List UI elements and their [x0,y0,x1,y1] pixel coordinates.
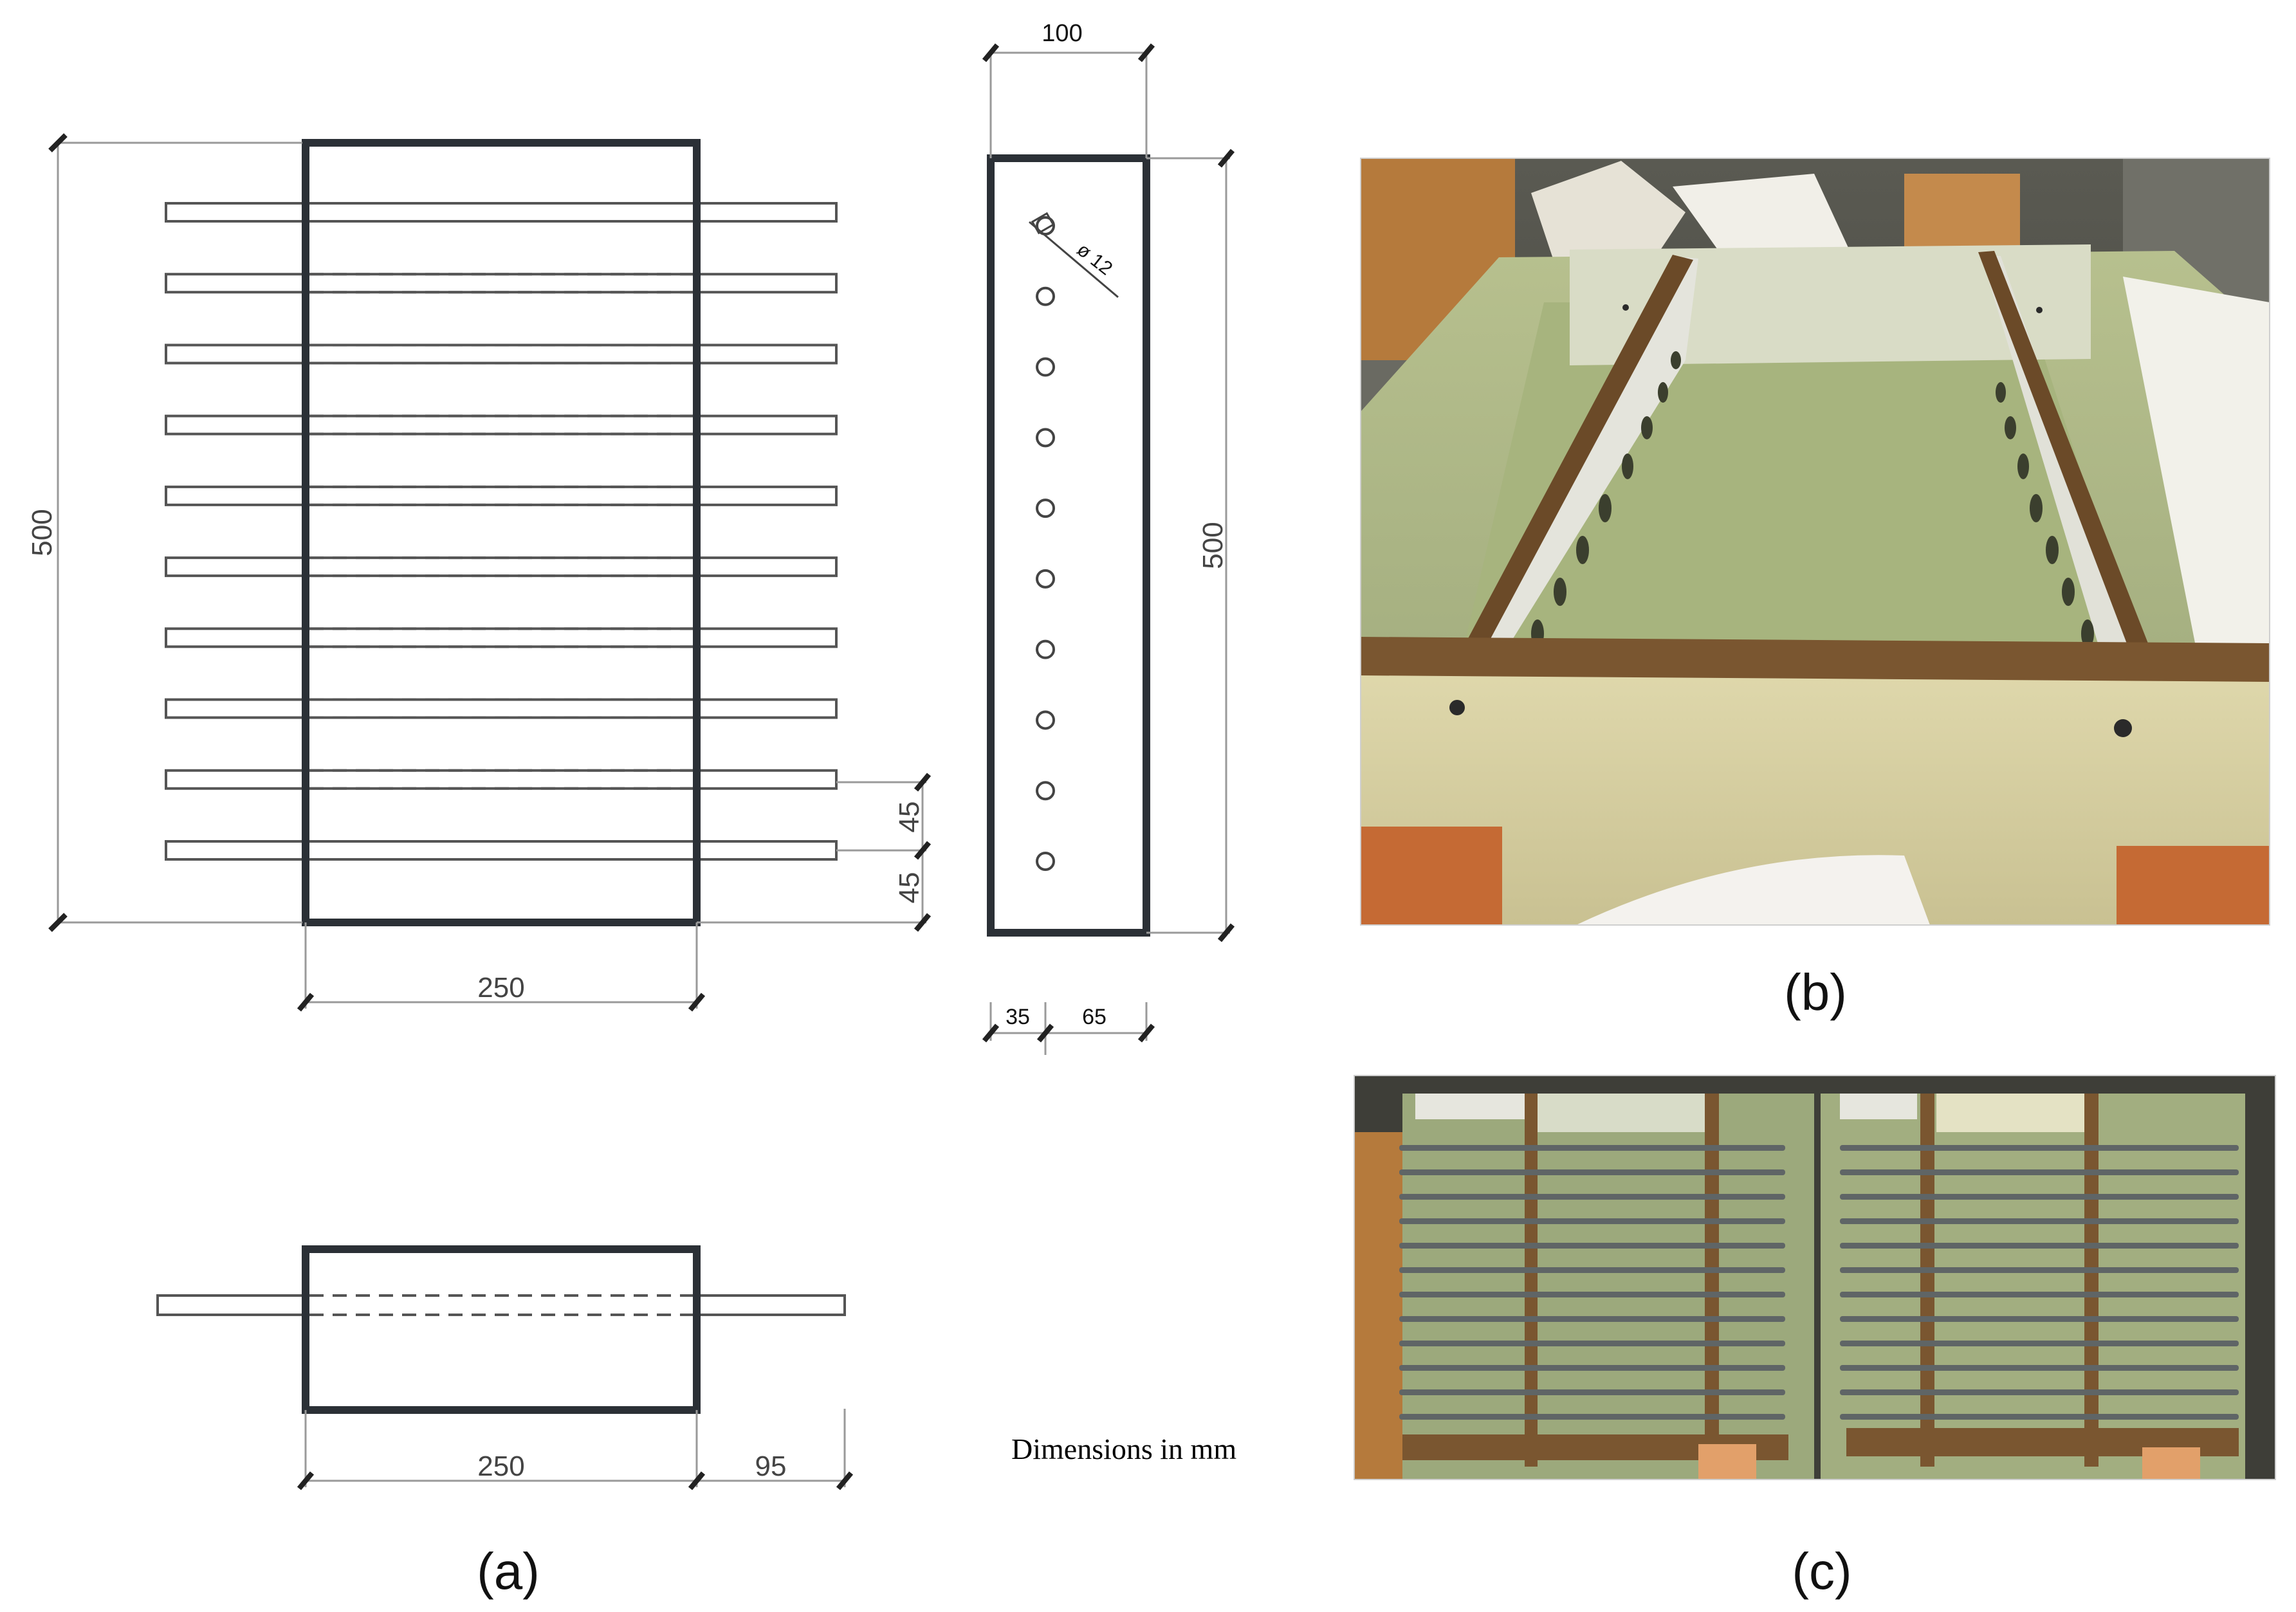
photo-rebar [1840,1267,2239,1273]
photo-rebar [1840,1414,2239,1420]
photo-rebar [1840,1145,2239,1151]
photo-rebar [1399,1267,1785,1273]
photo-rebar [1399,1243,1785,1249]
photo-rebar [1399,1389,1785,1395]
side-height-label: 500 [1197,522,1229,569]
section-dimension [297,1409,854,1490]
side-width-label: 100 [1042,20,1082,47]
photo-rebar [1399,1218,1785,1224]
plan-width-dimension [297,922,706,1012]
photo-rebar [1840,1169,2239,1175]
side-height-dimension [1146,149,1235,942]
photo-rebar [1399,1365,1785,1371]
photo-rebar [1840,1341,2239,1346]
rebar [165,414,838,435]
rebar [165,485,838,506]
section-view-outline [302,1245,701,1414]
side-view: ø 12 100 500 35 6 [982,20,1235,1055]
rebar [165,202,838,223]
bar-hole [1036,852,1055,871]
bar-hole [1036,569,1055,589]
plan-view-bars [165,202,838,861]
photo-rebar [1399,1341,1785,1346]
photo-rebar [1399,1169,1785,1175]
photo-rebar [1399,1414,1785,1420]
caption-c: (c) [1792,1543,1851,1600]
plan-spacing-top-label: 45 [894,801,925,833]
photo-rebar [1840,1243,2239,1249]
photo-rebar [1840,1292,2239,1297]
photo-rebar [1399,1316,1785,1322]
photo-rebar-layout [1354,1075,2276,1480]
section-embed-label: 95 [755,1451,787,1482]
bar-hole [1036,216,1055,235]
side-offset-dimension [982,1002,1155,1055]
bar-hole [1036,499,1055,518]
photo-rebar [1840,1389,2239,1395]
rebar [165,556,838,578]
bar-hole [1036,286,1055,306]
rebar [165,273,838,294]
photo-rebar [1840,1218,2239,1224]
photo-rebar [1840,1194,2239,1200]
bar-hole [1036,639,1055,659]
dimensions-note: Dimensions in mm [1011,1433,1236,1465]
plan-spacing-bottom-label: 45 [894,872,925,904]
hole-callout-label: ø 12 [1073,239,1117,280]
photo-rebar [1840,1316,2239,1322]
plan-view-outline [302,139,701,926]
bar-hole [1036,710,1055,730]
plan-height-dimension [48,133,302,932]
side-offset-left-label: 35 [1006,1005,1030,1029]
side-offset-right-label: 65 [1082,1005,1107,1029]
photo-rebar [1399,1292,1785,1297]
rebar [165,840,838,861]
bar-hole [1036,428,1055,448]
side-width-dimension [982,43,1155,158]
plan-spacing-dimension [697,773,932,932]
rebar [165,769,838,790]
side-view-outline [987,154,1150,937]
hole-callout [1029,212,1119,298]
photo-rebar [1399,1194,1785,1200]
photo-rebars [1399,1145,2239,1420]
photo-formwork [1360,158,2270,926]
photo-rebar [1399,1145,1785,1151]
plan-view: 500 250 45 45 [26,133,932,1012]
section-width-label: 250 [477,1451,524,1482]
plan-width-label: 250 [477,972,524,1003]
plan-height-label: 500 [26,509,58,556]
section-view: 250 95 [156,1245,854,1490]
side-view-holes [1036,216,1055,871]
rebar [165,698,838,719]
rebar [165,343,838,365]
caption-a: (a) [477,1543,540,1600]
bar-hole [1036,357,1055,377]
caption-b: (b) [1784,964,1847,1021]
rebar [165,627,838,648]
bar-hole [1036,781,1055,801]
photo-rebar [1840,1365,2239,1371]
